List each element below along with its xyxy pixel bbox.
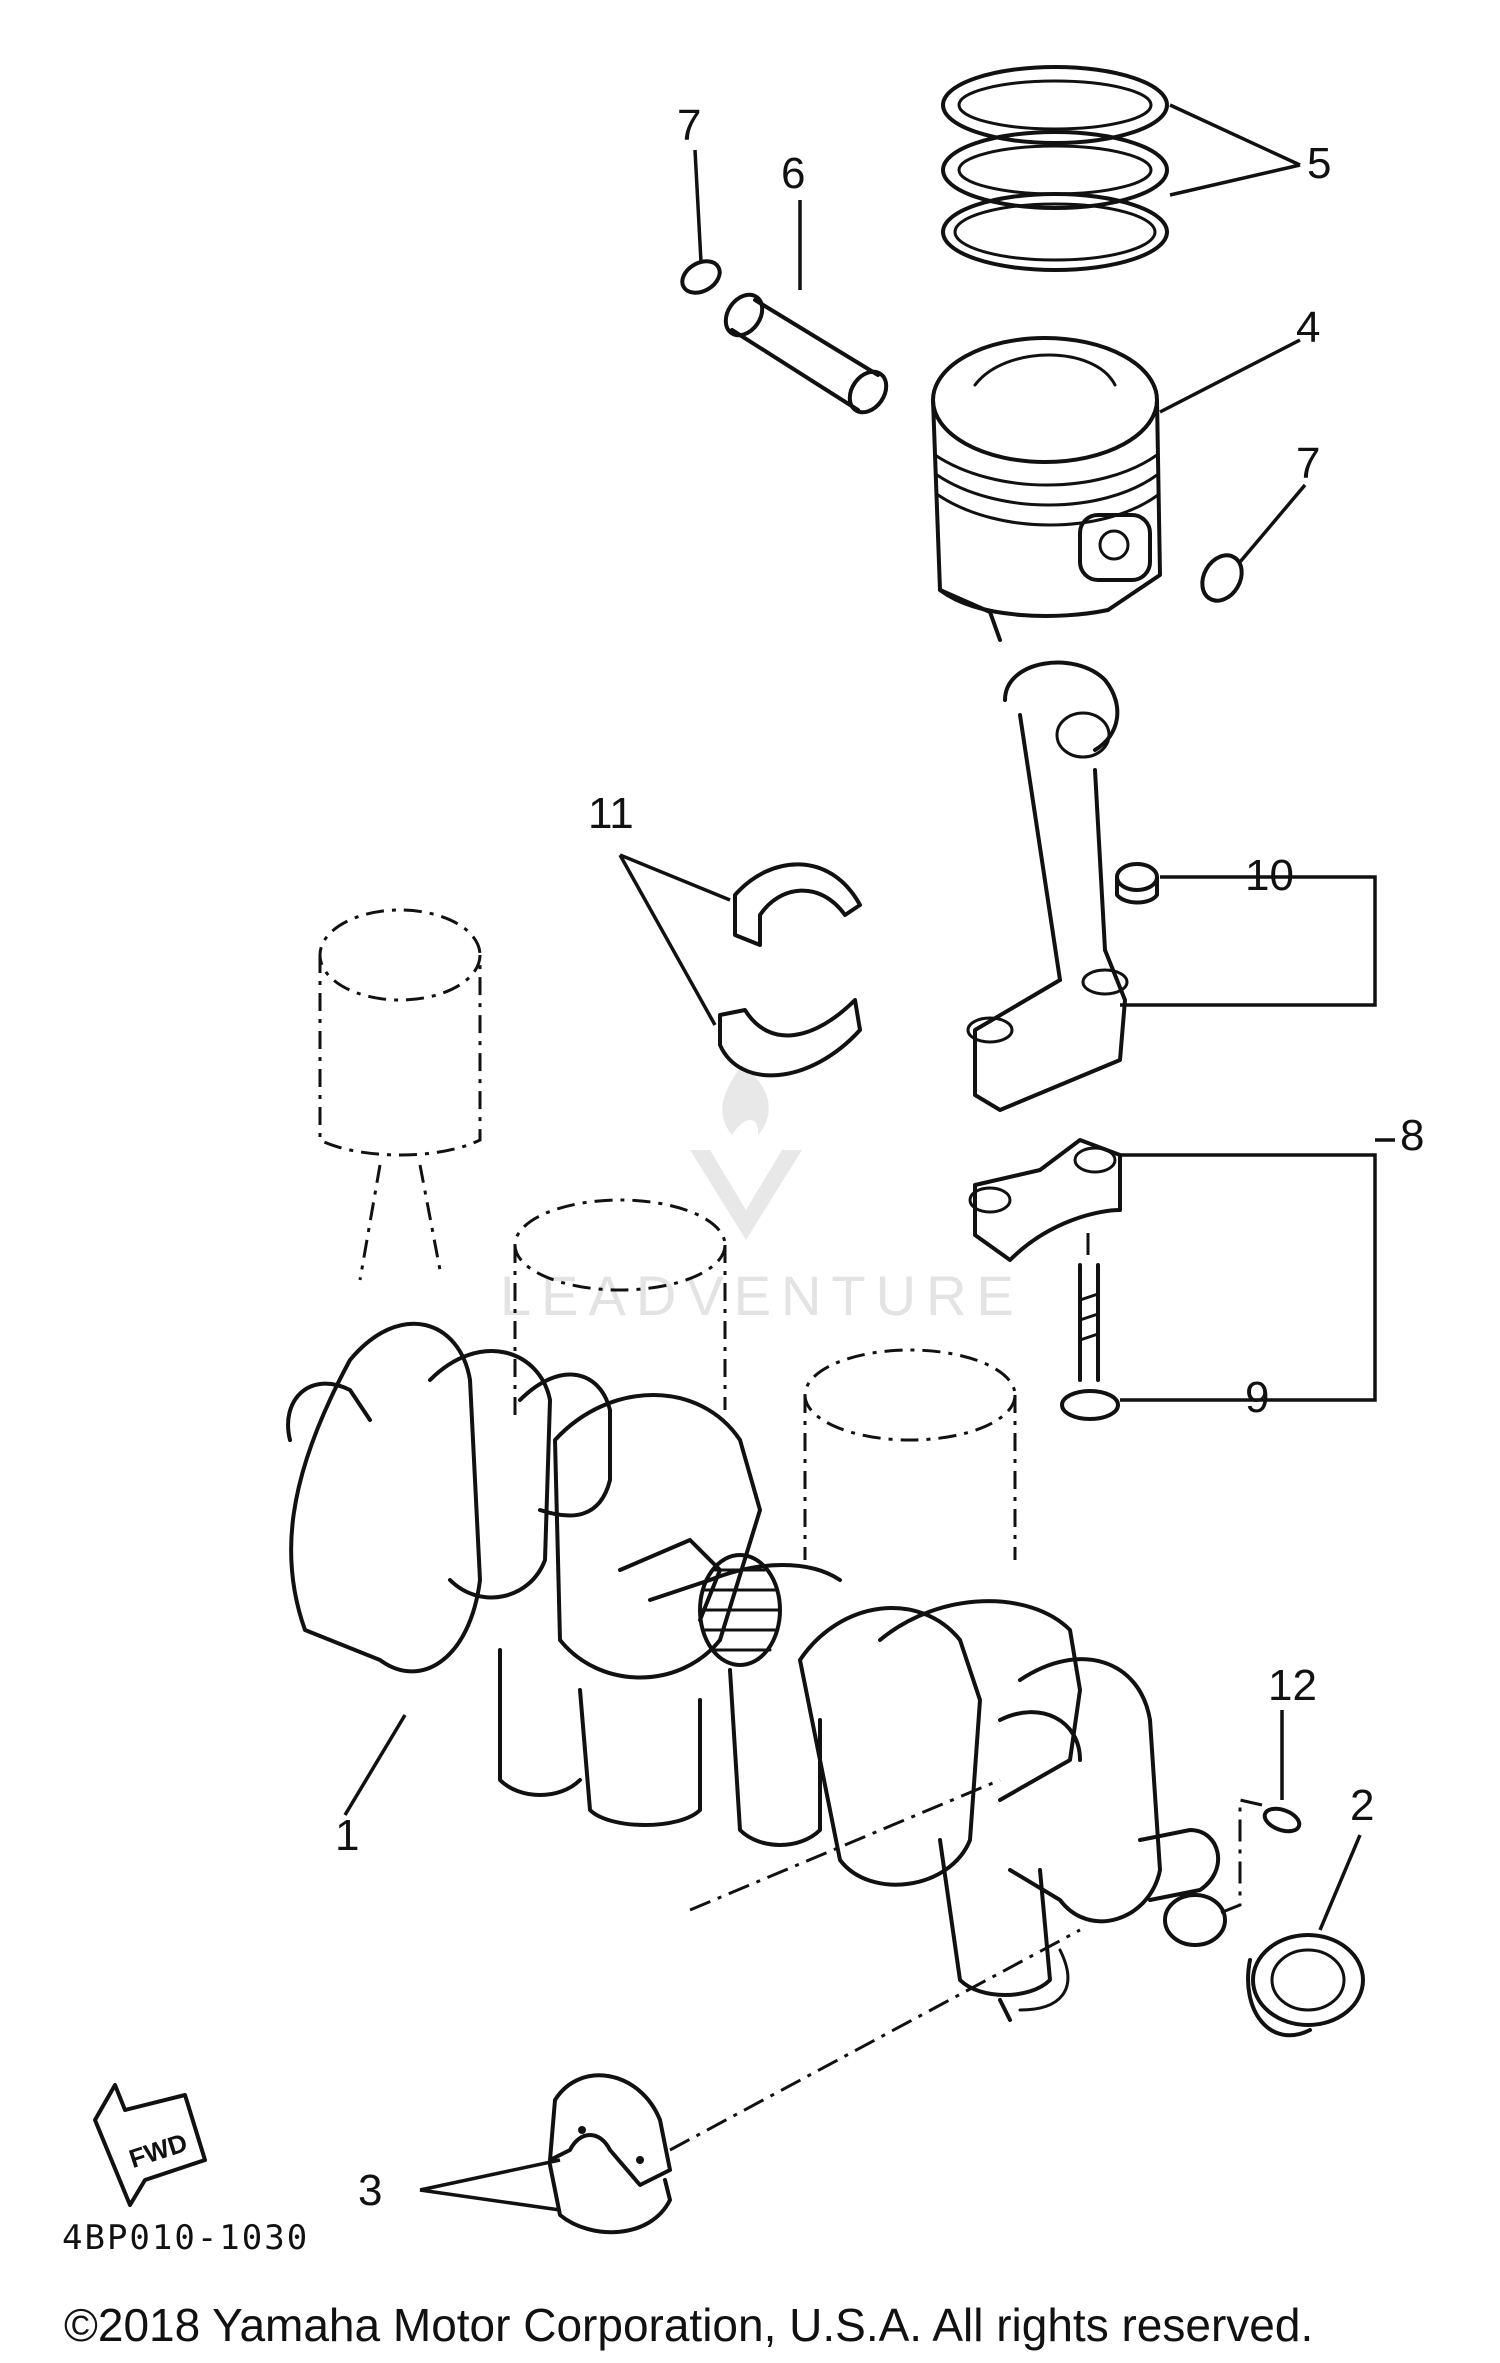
front-arrow-icon	[93, 2083, 207, 2207]
callout-7b: 7	[1296, 439, 1320, 488]
crankshaft	[286, 1321, 1227, 2022]
ghost-pistons	[318, 908, 1017, 1560]
watermark: LEADVENTURE	[500, 1065, 1024, 1327]
leader-lines	[343, 103, 1395, 2212]
watermark-v-icon	[690, 1150, 802, 1240]
alignment-lines	[669, 1230, 1263, 2152]
woodruff-key	[1262, 1806, 1302, 1834]
copyright-notice: ©2018 Yamaha Motor Corporation, U.S.A. A…	[64, 2299, 1314, 2351]
callout-numbers: 7 6 5 4 7 11 10 8 9 1 12 2 3	[335, 101, 1424, 2215]
oil-seal	[1246, 1933, 1365, 2038]
main-bearings	[548, 2073, 672, 2235]
drawing-code: 4BP010-1030	[62, 2218, 310, 2258]
connecting-rod	[966, 660, 1129, 1262]
piston-rings	[941, 65, 1169, 272]
rod-nut	[1115, 862, 1159, 905]
piston-pin	[723, 292, 889, 415]
front-direction-badge: FWD	[93, 2083, 207, 2207]
callout-2: 2	[1350, 1781, 1374, 1830]
callout-1: 1	[335, 1811, 359, 1860]
callout-11: 11	[588, 789, 634, 838]
callout-8: 8	[1400, 1111, 1424, 1160]
callout-6: 6	[781, 149, 805, 198]
callout-4: 4	[1296, 303, 1320, 352]
watermark-text: LEADVENTURE	[500, 1264, 1024, 1327]
conrod-bearings	[718, 862, 862, 1078]
rod-bolt	[1060, 1263, 1120, 1421]
callout-9: 9	[1245, 1373, 1269, 1422]
watermark-flame-icon	[722, 1065, 769, 1135]
callout-7a: 7	[677, 101, 701, 150]
callout-5: 5	[1307, 139, 1331, 188]
callout-12: 12	[1268, 1661, 1317, 1710]
piston	[931, 336, 1162, 642]
circlips	[680, 259, 1244, 603]
callout-10: 10	[1245, 851, 1294, 900]
callout-3: 3	[358, 2166, 382, 2215]
